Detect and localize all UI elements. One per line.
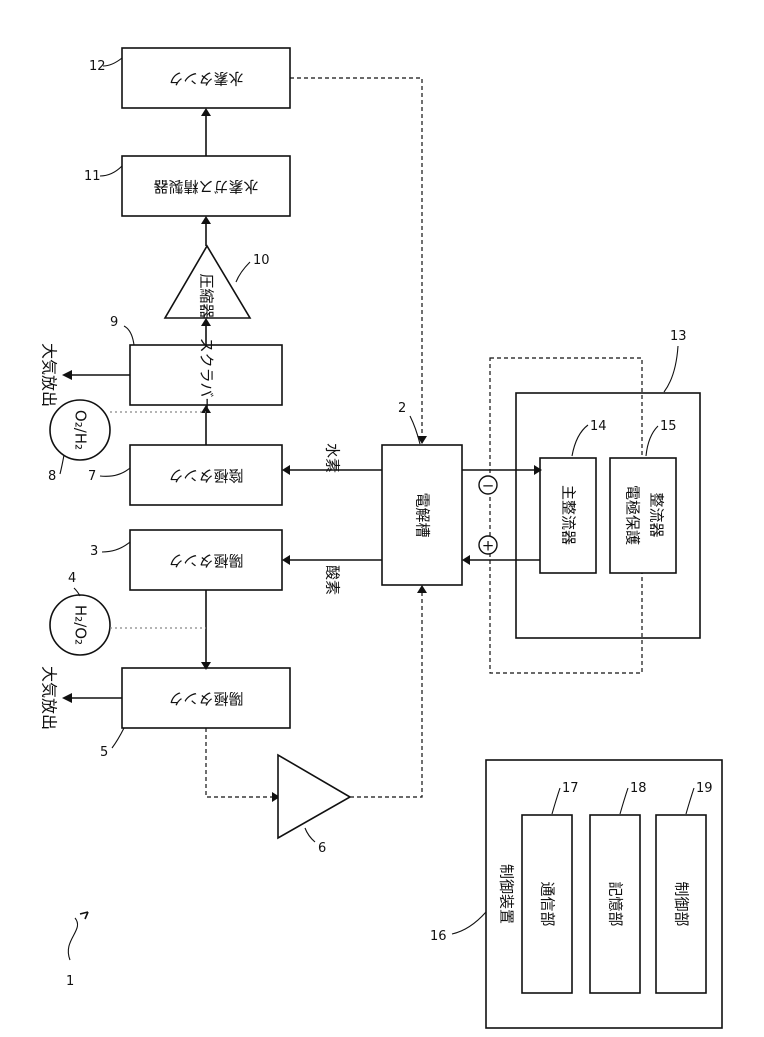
leader-8 (60, 455, 64, 474)
electrolyzer-label: 電解槽 (414, 492, 432, 537)
gas-sensor-4-formula: H₂/O₂ (72, 605, 90, 645)
gas-sensor-8: O₂/H₂ (50, 400, 110, 460)
ref-control-device: 16 (430, 929, 447, 944)
ref-electrode-rectifier: 15 (660, 419, 677, 434)
ref-tank-a: 3 (90, 544, 98, 559)
ref-gas-b: 8 (48, 469, 56, 484)
ref-comm-unit: 17 (562, 781, 579, 796)
leader-13 (664, 346, 678, 392)
main-rectifier-box: 主整流器 (540, 458, 596, 573)
leader-16 (452, 912, 486, 934)
ref-electrolyzer: 2 (398, 401, 406, 416)
electrode-rectifier-label-2: 整流器 (648, 492, 666, 537)
ref-compressor: 10 (253, 253, 270, 268)
leader-system (68, 918, 77, 960)
cathode-tank-box: 陰極タンク (130, 445, 282, 505)
release-top-arrowhead (62, 370, 72, 380)
minus-symbol: − (482, 477, 495, 495)
plus-terminal: + (479, 536, 497, 555)
comm-unit-label: 通信部 (539, 881, 557, 926)
dashed-amp-electrolyzer (350, 588, 422, 797)
release-top-label: 大気放出 (40, 343, 59, 407)
leader-6 (305, 828, 315, 842)
tank-5-box: 陽極タンク (122, 668, 290, 728)
comm-unit-box: 通信部 (522, 815, 572, 993)
compressor-label: 圧縮器 (198, 273, 216, 318)
anode-tank-label: 陽極タンク (168, 552, 243, 570)
ref-scrubber: 9 (110, 315, 118, 330)
leader-5 (112, 728, 124, 748)
hydrogen-tank-box: 水素タンク (122, 48, 290, 108)
leader-10 (236, 262, 250, 282)
ref-power-unit: 13 (670, 329, 687, 344)
arrowhead-to-electrolyzer (417, 585, 427, 593)
amplifier-6 (278, 755, 350, 838)
flow-oxygen-label: 酸素 (324, 565, 342, 595)
ref-storage-unit: 18 (630, 781, 647, 796)
ref-tank-c: 5 (100, 745, 108, 760)
dashed-hydrogen-return (290, 78, 422, 440)
ref-system: 1 (66, 974, 74, 989)
electrolyzer-box: 電解槽 (382, 445, 462, 585)
leader-9 (124, 326, 134, 345)
ref-control-unit: 19 (696, 781, 713, 796)
release-bottom-arrowhead (62, 693, 72, 703)
flow-hydrogen-label: 水素 (324, 443, 342, 473)
cathode-tank-label: 陰極タンク (168, 467, 243, 485)
storage-unit-box: 記憶部 (590, 815, 640, 993)
control-unit-box: 制御部 (656, 815, 706, 993)
gas-sensor-8-formula: O₂/H₂ (72, 410, 90, 450)
control-unit-label: 制御部 (673, 881, 691, 926)
ref-tank-b: 7 (88, 469, 96, 484)
electrode-rectifier-box: 電極保護 整流器 (610, 458, 676, 573)
hydrogen-gas-cleaning-label: 水素ガス精製器 (153, 178, 258, 196)
electrode-rectifier-label-1: 電極保護 (624, 485, 642, 545)
leader-11 (100, 166, 122, 176)
arrowhead-to-7 (282, 465, 290, 475)
plus-symbol: + (482, 537, 495, 555)
ref-amp: 6 (318, 841, 326, 856)
hydrogen-gas-cleaning-box: 水素ガス精製器 (122, 156, 290, 216)
storage-unit-label: 記憶部 (607, 881, 625, 926)
release-bottom-label: 大気放出 (40, 666, 59, 730)
arrowhead-to-3 (282, 555, 290, 565)
arrowhead-9-10 (201, 318, 211, 326)
compressor-triangle: 圧縮器 (165, 246, 250, 319)
anode-tank-box: 陽極タンク (130, 530, 282, 590)
leader-7 (100, 468, 130, 476)
tank-5-label: 陽極タンク (168, 690, 243, 708)
gas-sensor-4: H₂/O₂ (50, 595, 110, 655)
ref-gas-a: 4 (68, 571, 76, 586)
arrowhead-system (80, 912, 88, 919)
scrubber-label: スクラバー (198, 338, 216, 413)
scrubber-box: スクラバー (130, 338, 282, 413)
hydrogen-tank-label: 水素タンク (168, 70, 243, 88)
minus-terminal: − (479, 476, 497, 495)
ref-hydrogen-gas-cleaning: 11 (84, 169, 101, 184)
control-device-label: 制御装置 (498, 864, 516, 924)
leader-12 (103, 58, 122, 66)
arrowhead-wire-plus (462, 555, 470, 565)
dashed-tank5-amp (206, 728, 278, 797)
arrowhead-10-11 (201, 216, 211, 224)
leader-3 (102, 542, 130, 552)
main-rectifier-label: 主整流器 (560, 485, 578, 545)
arrowhead-11-12 (201, 108, 211, 116)
ref-main-rectifier: 14 (590, 419, 607, 434)
leader-2 (410, 416, 420, 444)
